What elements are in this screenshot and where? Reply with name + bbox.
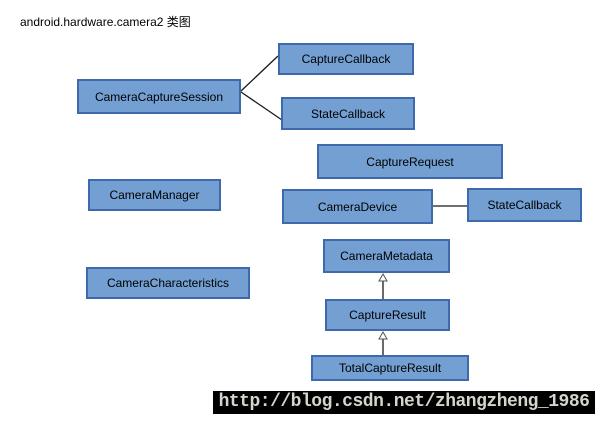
class-node-camera-characteristics: CameraCharacteristics (86, 267, 250, 299)
class-node-capture-request: CaptureRequest (317, 144, 503, 179)
watermark-url: http://blog.csdn.net/zhangzheng_1986 (213, 391, 595, 414)
association-line-session-statecallback (240, 91, 283, 121)
inheritance-arrow-icon (378, 330, 388, 340)
class-node-camera-device: CameraDevice (282, 189, 433, 224)
class-node-camera-metadata: CameraMetadata (323, 239, 450, 273)
class-node-state-callback-device: StateCallback (467, 188, 582, 222)
class-node-capture-callback: CaptureCallback (278, 43, 414, 75)
class-node-camera-manager: CameraManager (88, 179, 221, 211)
association-line-session-capturecallback (240, 55, 279, 92)
class-node-camera-capture-session: CameraCaptureSession (77, 79, 241, 114)
diagram-title: android.hardware.camera2 类图 (20, 15, 191, 29)
inheritance-arrow-icon (378, 272, 388, 282)
class-node-state-callback-session: StateCallback (281, 97, 415, 130)
class-node-total-capture-result: TotalCaptureResult (311, 355, 469, 381)
class-node-capture-result: CaptureResult (325, 299, 450, 331)
